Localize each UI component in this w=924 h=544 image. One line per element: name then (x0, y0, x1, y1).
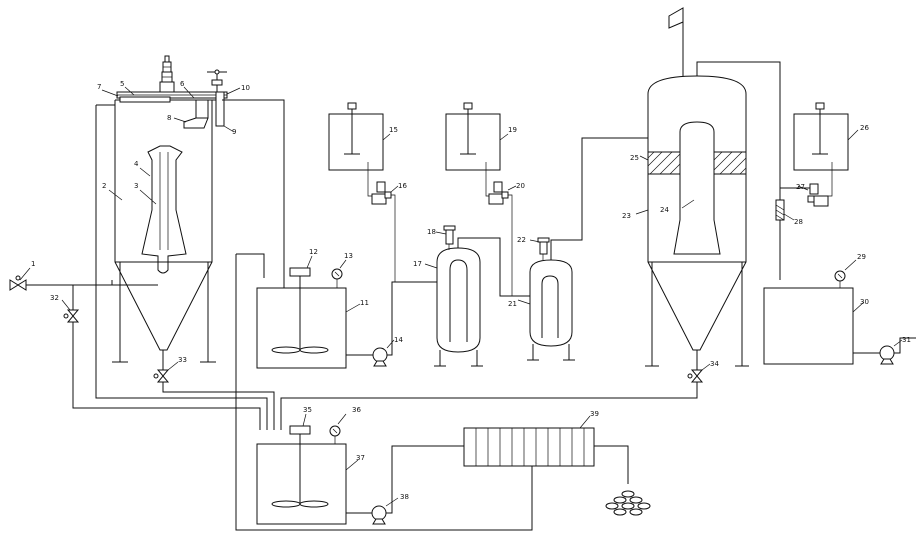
callout-12: 12 (309, 248, 318, 256)
callout-38: 38 (400, 493, 409, 501)
valve-34-icon (687, 369, 704, 383)
valve-32-icon (63, 309, 80, 323)
callout-10: 10 (241, 84, 250, 92)
callout-5: 5 (120, 80, 124, 88)
mixing-tank-11 (256, 267, 347, 369)
instrument-22-icon (537, 237, 550, 260)
tank-30 (763, 287, 854, 365)
handwheel-valve-icon (207, 69, 227, 92)
reactor-vessel-left (112, 99, 222, 370)
callout-17: 17 (413, 260, 422, 268)
inner-draft-tube (141, 145, 187, 274)
gauge-36-icon (329, 425, 341, 444)
motor-agitator-icon (159, 55, 175, 93)
metering-pump-27-icon (807, 183, 829, 207)
callout-7: 7 (97, 83, 101, 91)
valve-33-icon (153, 369, 170, 383)
metering-pump-16-icon (371, 181, 392, 205)
callout-9: 9 (232, 128, 236, 136)
metering-pump-20-icon (488, 181, 509, 205)
callout-19: 19 (508, 126, 517, 134)
callout-36: 36 (352, 406, 361, 414)
callout-34: 34 (710, 360, 719, 368)
callout-16: 16 (398, 182, 407, 190)
flowmeter-28-icon (775, 199, 785, 221)
pump-38-icon (371, 505, 387, 525)
callout-29: 29 (857, 253, 866, 261)
callout-32: 32 (50, 294, 59, 302)
callout-14: 14 (394, 336, 403, 344)
callout-33: 33 (178, 356, 187, 364)
reactor-21 (527, 259, 575, 361)
callout-26: 26 (860, 124, 869, 132)
sludge-cake-pile-icon (605, 490, 651, 516)
callout-25: 25 (630, 154, 639, 162)
callout-28: 28 (794, 218, 803, 226)
pump-14-icon (372, 347, 388, 367)
dosing-tank-26 (793, 102, 849, 171)
callout-4: 4 (134, 160, 139, 168)
callout-24: 24 (660, 206, 669, 214)
top-platform (116, 91, 228, 129)
inlet-valve-icon (9, 275, 27, 291)
dosing-tank-19 (445, 102, 501, 171)
reactor-17 (434, 247, 483, 367)
callout-21: 21 (508, 300, 517, 308)
callout-1: 1 (31, 260, 35, 268)
packing-layer-25 (647, 151, 747, 175)
sludge-tank-37 (256, 425, 347, 525)
callout-39: 39 (590, 410, 599, 418)
callout-leaders (19, 86, 903, 507)
callout-20: 20 (516, 182, 525, 190)
callout-37: 37 (356, 454, 365, 462)
callout-11: 11 (360, 299, 369, 307)
gas-flag-icon (668, 7, 684, 76)
filter-press-39 (463, 427, 595, 467)
callout-27: 27 (796, 183, 805, 191)
dosing-tank-15 (328, 102, 384, 171)
gauge-29-icon (834, 270, 846, 288)
callout-13: 13 (344, 252, 353, 260)
callout-8: 8 (167, 114, 171, 122)
callout-30: 30 (860, 298, 869, 306)
pump-31-icon (879, 345, 895, 365)
callout-3: 3 (134, 182, 138, 190)
callout-6: 6 (180, 80, 185, 88)
callout-22: 22 (517, 236, 526, 244)
gauge-13-icon (331, 268, 343, 288)
callout-35: 35 (303, 406, 312, 414)
callout-labels: 1 2 3 4 5 6 7 8 9 10 11 12 13 14 15 16 1… (31, 80, 911, 501)
callout-31: 31 (902, 336, 911, 344)
three-phase-separator-24 (673, 121, 721, 255)
callout-2: 2 (102, 182, 106, 190)
anaerobic-tower-23 (645, 75, 749, 370)
callout-23: 23 (622, 212, 631, 220)
instrument-18-icon (443, 225, 456, 250)
callout-18: 18 (427, 228, 436, 236)
callout-15: 15 (389, 126, 398, 134)
